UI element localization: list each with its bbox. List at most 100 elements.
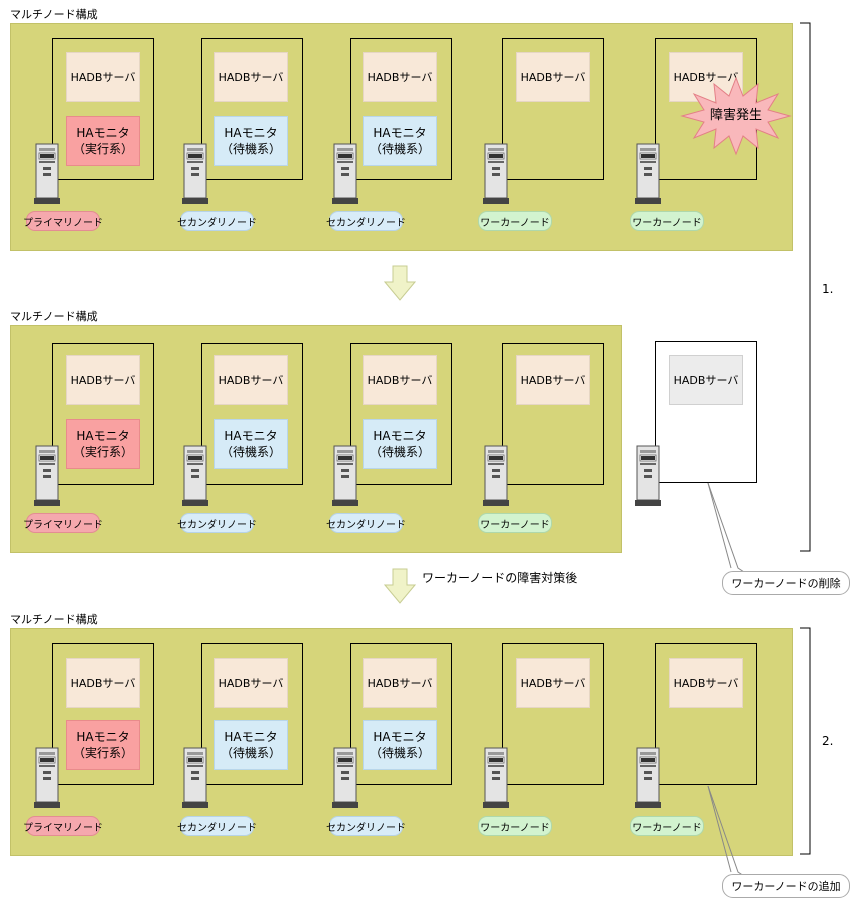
node-label-primary: プライマリノード	[23, 211, 103, 231]
down-arrow-icon	[384, 265, 416, 301]
node-frame	[502, 643, 604, 785]
node-label-worker: ワーカーノード	[630, 816, 704, 836]
node-frame	[201, 38, 303, 180]
ha-monitor-label: HAモニタ	[76, 126, 130, 140]
node-frame	[350, 343, 452, 485]
ha-state-label: （実行系）	[72, 746, 133, 760]
ha-monitor-standby: HAモニタ （待機系）	[214, 116, 288, 166]
hadb-server-box: HADBサーバ	[669, 658, 743, 708]
ha-monitor-active: HAモニタ （実行系）	[66, 720, 140, 770]
ha-state-label: （実行系）	[72, 445, 133, 459]
hadb-server-box: HADBサーバ	[516, 52, 590, 102]
node-label-secondary: セカンダリノード	[326, 513, 406, 533]
ha-state-label: （待機系）	[220, 746, 281, 760]
bracket-step-1	[800, 22, 811, 552]
callout-pointer-remove	[707, 482, 745, 573]
server-icon	[182, 143, 208, 204]
callout-add-worker: ワーカーノードの追加	[722, 874, 850, 898]
ha-state-label: （待機系）	[220, 445, 281, 459]
node-frame	[502, 38, 604, 180]
hadb-server-box: HADBサーバ	[214, 52, 288, 102]
server-icon	[332, 747, 358, 808]
node-label-secondary: セカンダリノード	[177, 816, 257, 836]
ha-state-label: （待機系）	[220, 142, 281, 156]
ha-monitor-label: HAモニタ	[224, 730, 278, 744]
node-label-primary: プライマリノード	[23, 816, 103, 836]
node-frame	[52, 343, 154, 485]
node-frame	[350, 643, 452, 785]
ha-state-label: （待機系）	[369, 746, 430, 760]
failure-burst-icon	[680, 76, 792, 156]
node-label-worker: ワーカーノード	[630, 211, 704, 231]
server-icon	[332, 143, 358, 204]
server-icon	[635, 747, 661, 808]
hadb-server-box: HADBサーバ	[66, 355, 140, 405]
server-icon	[182, 445, 208, 506]
ha-state-label: （待機系）	[369, 445, 430, 459]
ha-monitor-label: HAモニタ	[224, 126, 278, 140]
node-frame	[201, 643, 303, 785]
server-icon	[635, 143, 661, 204]
hadb-server-box: HADBサーバ	[363, 658, 437, 708]
failure-label: 障害発生	[709, 108, 762, 123]
ha-monitor-label: HAモニタ	[224, 429, 278, 443]
node-label-secondary: セカンダリノード	[177, 513, 257, 533]
node-frame	[52, 38, 154, 180]
server-icon	[34, 445, 60, 506]
node-label-worker: ワーカーノード	[478, 211, 552, 231]
hadb-server-box: HADBサーバ	[214, 355, 288, 405]
ha-monitor-label: HAモニタ	[76, 730, 130, 744]
ha-monitor-standby: HAモニタ （待機系）	[363, 720, 437, 770]
server-icon	[34, 747, 60, 808]
server-icon	[483, 143, 509, 204]
node-frame	[201, 343, 303, 485]
node-label-worker: ワーカーノード	[478, 816, 552, 836]
ha-state-label: （実行系）	[72, 142, 133, 156]
callout-pointer-add	[707, 785, 745, 877]
ha-monitor-standby: HAモニタ （待機系）	[214, 720, 288, 770]
ha-monitor-active: HAモニタ （実行系）	[66, 419, 140, 469]
step-label-2: 2.	[822, 734, 834, 748]
hadb-server-box: HADBサーバ	[363, 52, 437, 102]
node-frame	[52, 643, 154, 785]
ha-state-label: （待機系）	[369, 142, 430, 156]
hadb-server-box: HADBサーバ	[66, 658, 140, 708]
hadb-server-box: HADBサーバ	[66, 52, 140, 102]
server-icon	[483, 445, 509, 506]
server-icon	[483, 747, 509, 808]
ha-monitor-label: HAモニタ	[76, 429, 130, 443]
section-title-2: マルチノード構成	[10, 310, 98, 323]
server-icon	[182, 747, 208, 808]
node-label-worker: ワーカーノード	[478, 513, 552, 533]
hadb-server-box-removed: HADBサーバ	[669, 355, 743, 405]
ha-monitor-standby: HAモニタ （待機系）	[214, 419, 288, 469]
hadb-server-box: HADBサーバ	[214, 658, 288, 708]
node-label-secondary: セカンダリノード	[326, 816, 406, 836]
node-label-secondary: セカンダリノード	[326, 211, 406, 231]
node-frame	[502, 343, 604, 485]
ha-monitor-label: HAモニタ	[373, 429, 427, 443]
node-label-secondary: セカンダリノード	[177, 211, 257, 231]
arrow-note: ワーカーノードの障害対策後	[422, 571, 578, 585]
hadb-server-box: HADBサーバ	[669, 52, 743, 102]
ha-monitor-active: HAモニタ （実行系）	[66, 116, 140, 166]
ha-monitor-standby: HAモニタ （待機系）	[363, 116, 437, 166]
callout-remove-worker: ワーカーノードの削除	[722, 571, 850, 595]
server-icon	[635, 445, 661, 506]
ha-monitor-label: HAモニタ	[373, 126, 427, 140]
node-frame	[655, 643, 757, 785]
node-label-primary: プライマリノード	[23, 513, 103, 533]
server-icon	[332, 445, 358, 506]
node-frame	[350, 38, 452, 180]
ha-monitor-standby: HAモニタ （待機系）	[363, 419, 437, 469]
ha-monitor-label: HAモニタ	[373, 730, 427, 744]
section-title-3: マルチノード構成	[10, 613, 98, 626]
hadb-server-box: HADBサーバ	[363, 355, 437, 405]
down-arrow-icon	[384, 568, 416, 604]
hadb-server-box: HADBサーバ	[516, 355, 590, 405]
step-label-1: 1.	[822, 282, 834, 296]
section-title-1: マルチノード構成	[10, 8, 98, 21]
bracket-step-2	[800, 627, 811, 855]
server-icon	[34, 143, 60, 204]
